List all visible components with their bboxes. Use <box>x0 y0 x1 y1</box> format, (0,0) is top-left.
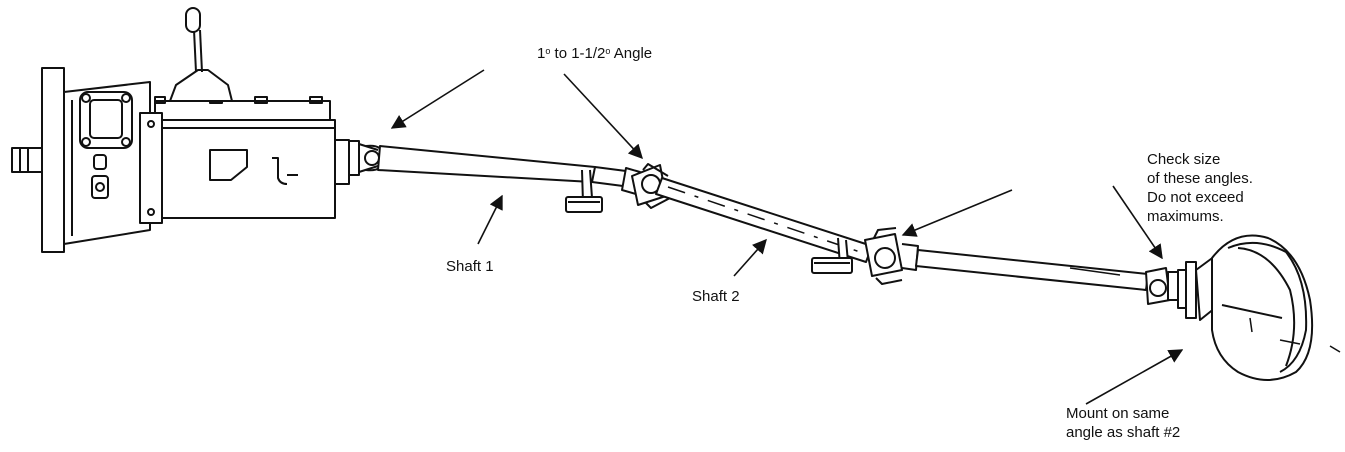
arrow-angle-to-ujoint-2 <box>563 73 643 160</box>
check-line-1: Check size <box>1147 151 1221 168</box>
degree-symbol-2: o <box>605 46 611 56</box>
angle-label-text: 1o to 1-1/2o Angle <box>537 45 652 62</box>
arrow-check-to-ujoint-4 <box>1112 185 1163 260</box>
differential <box>1177 234 1341 381</box>
shaft-1 <box>377 145 627 213</box>
mount-note: Mount on same angle as shaft #2 <box>1066 404 1180 442</box>
u-joint-4 <box>1145 267 1179 305</box>
check-line-3: Do not exceed <box>1147 189 1244 206</box>
shaft-1-label: Shaft 1 <box>446 258 494 275</box>
angle-tail: Angle <box>610 45 653 62</box>
shaft-2 <box>655 177 873 274</box>
arrow-shaft2 <box>733 238 767 277</box>
transmission <box>11 7 350 253</box>
mount-line-1: Mount on same <box>1066 405 1170 422</box>
u-joint-3 <box>864 227 919 285</box>
callout-arrows <box>390 69 1184 405</box>
shaft-3 <box>915 249 1149 291</box>
check-line-2: of these angles. <box>1147 170 1253 187</box>
mount-line-2: angle as shaft #2 <box>1066 424 1181 441</box>
arrow-mount <box>1085 349 1184 405</box>
angle-mid: to 1-1/2 <box>550 45 606 62</box>
shaft-2-label: Shaft 2 <box>692 288 740 305</box>
check-line-4: maximums. <box>1147 208 1224 225</box>
arrow-angle-to-ujoint-1 <box>390 69 485 129</box>
angle-label: 1o to 1-1/2o Angle <box>537 44 652 63</box>
degree-symbol-1: o <box>545 46 551 56</box>
arrow-check-to-ujoint-3 <box>901 189 1013 237</box>
angle-n1: 1 <box>537 45 546 62</box>
check-angles-note: Check size of these angles. Do not excee… <box>1147 150 1253 226</box>
arrow-shaft1 <box>477 194 503 245</box>
